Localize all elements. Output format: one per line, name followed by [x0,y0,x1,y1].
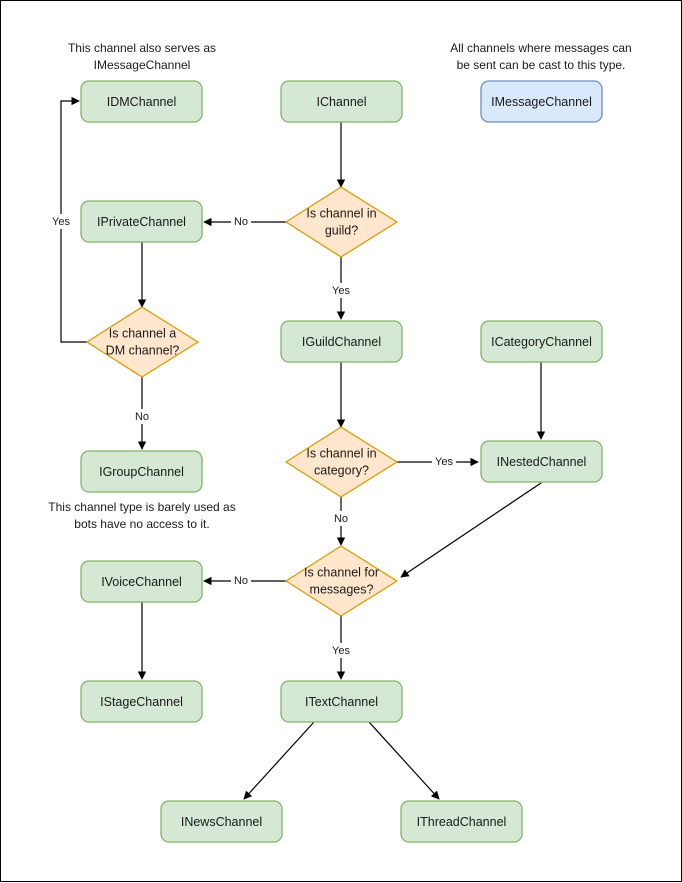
node-inewschannel[interactable]: INewsChannel [160,800,283,843]
node-is-dm-line1: Is channel a [109,326,176,340]
edge-category-no-messages: No [331,497,351,546]
node-igroupchannel[interactable]: IGroupChannel [80,450,203,493]
note-message-line2: be sent can be cast to this type. [457,58,626,72]
edge-messages-yes-text: Yes [330,616,353,680]
node-ithreadchannel[interactable]: IThreadChannel [400,800,523,843]
edge-messages-no-voice: No [203,573,287,588]
node-is-for-messages-line1: Is channel for [304,565,379,579]
node-iguildchannel[interactable]: IGuildChannel [280,320,403,363]
note-message-line1: All channels where messages can [450,41,631,55]
node-ichannel-label: IChannel [316,95,366,109]
node-inestedchannel-label: INestedChannel [497,455,587,469]
node-icategorychannel[interactable]: ICategoryChannel [480,320,603,363]
edge-guild-no-private: No [203,214,287,229]
node-itextchannel[interactable]: ITextChannel [280,680,403,723]
note-group: This channel type is barely used as bots… [48,500,235,531]
node-ichannel[interactable]: IChannel [280,80,403,123]
node-is-in-guild-line1: Is channel in [306,206,376,220]
node-igroupchannel-label: IGroupChannel [99,465,184,479]
edge-label-yes-messages: Yes [332,645,350,657]
note-group-line2: bots have no access to it. [74,517,209,531]
edge-text-thread [368,721,440,800]
edge-isdm-no-groupchannel: No [132,377,152,450]
node-idmchannel-label: IDMChannel [107,95,176,109]
node-idmchannel[interactable]: IDMChannel [80,80,203,123]
node-imessagechannel[interactable]: IMessageChannel [480,80,603,123]
node-iprivatechannel-label: IPrivateChannel [97,215,186,229]
edge-isdm-yes-dmchannel: Yes [49,96,87,343]
edge-label-no-guild: No [234,216,248,228]
node-itextchannel-label: ITextChannel [305,695,378,709]
node-iguildchannel-label: IGuildChannel [302,335,381,349]
node-is-dm[interactable]: Is channel a DM channel? [86,306,199,378]
node-is-in-category-line1: Is channel in [306,446,376,460]
node-icategorychannel-label: ICategoryChannel [491,335,592,349]
node-iprivatechannel[interactable]: IPrivateChannel [80,200,203,243]
node-is-in-guild-line2: guild? [325,223,358,237]
note-message: All channels where messages can be sent … [450,41,631,72]
node-ivoicechannel[interactable]: IVoiceChannel [80,560,203,603]
edge-nested-messages [400,482,542,578]
node-is-dm-line2: DM channel? [106,343,180,357]
node-istagechannel[interactable]: IStageChannel [80,680,203,723]
note-group-line1: This channel type is barely used as [48,500,235,514]
edge-label-no-isdm: No [135,411,149,423]
edge-label-yes-category: Yes [435,456,453,468]
edge-label-no-category: No [334,513,348,525]
edge-guild-yes-guildchannel: Yes [330,257,353,320]
node-imessagechannel-label: IMessageChannel [491,95,592,109]
node-is-in-guild[interactable]: Is channel in guild? [285,186,398,258]
edge-category-yes-nested: Yes [397,454,479,469]
note-dm: This channel also serves as IMessageChan… [68,41,216,72]
node-ivoicechannel-label: IVoiceChannel [101,575,182,589]
node-inestedchannel[interactable]: INestedChannel [480,440,603,483]
node-istagechannel-label: IStageChannel [100,695,183,709]
node-is-in-category-line2: category? [314,463,369,477]
edge-label-yes-guild: Yes [332,285,350,297]
node-is-in-category[interactable]: Is channel in category? [285,426,398,498]
note-dm-line2: IMessageChannel [94,58,191,72]
edge-label-yes-isdm: Yes [52,216,70,228]
edge-text-news [243,721,315,800]
node-is-for-messages[interactable]: Is channel for messages? [285,545,398,617]
edge-label-no-messages: No [234,575,248,587]
node-ithreadchannel-label: IThreadChannel [417,815,507,829]
node-is-for-messages-line2: messages? [310,582,374,596]
node-inewschannel-label: INewsChannel [181,815,262,829]
note-dm-line1: This channel also serves as [68,41,216,55]
